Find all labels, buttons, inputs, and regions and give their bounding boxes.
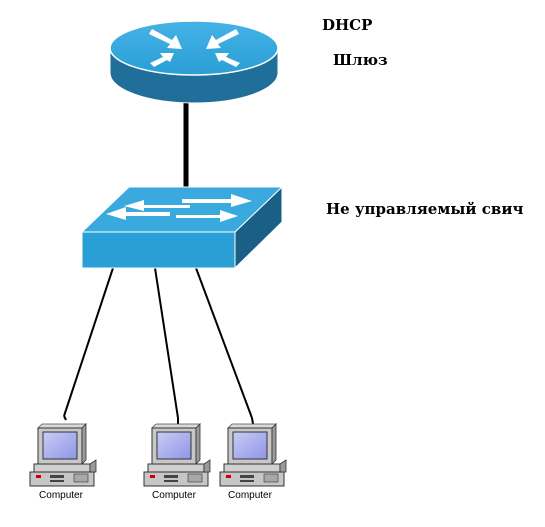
computer-label: Computer [228,490,272,501]
switch-label: Не управляемый свич [326,200,524,218]
switch-pc1-link [63,267,114,417]
dhcp-label: DHCP [322,16,373,34]
computer-icon [29,423,97,487]
router-icon [109,20,279,104]
switch-pc3-link [195,267,253,419]
computer-icon [219,423,287,487]
switch-pc2-link [154,267,179,419]
gateway-label: Шлюз [333,51,388,69]
computer-label: Computer [39,490,83,501]
computer-icon [143,423,211,487]
switch-icon [80,185,284,270]
computer-label: Computer [152,490,196,501]
